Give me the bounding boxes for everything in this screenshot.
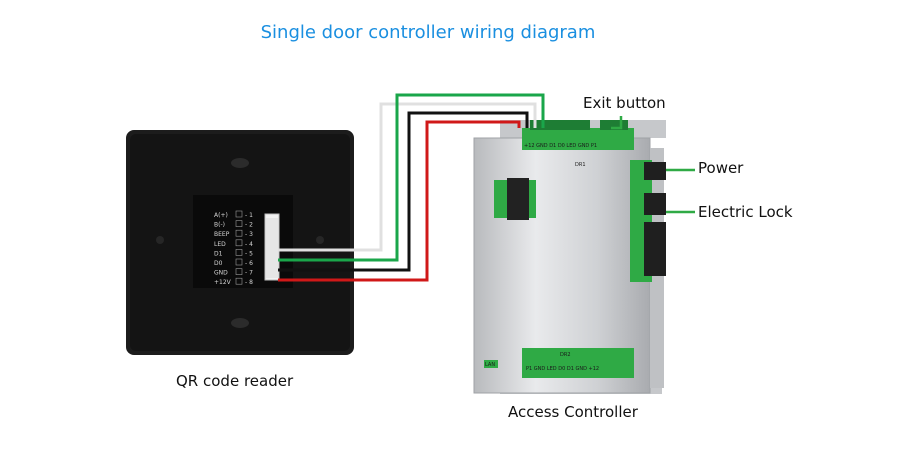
reader-pin-box [235, 229, 243, 237]
qr-code-reader [126, 130, 354, 355]
wires [278, 93, 545, 282]
lan-label: LAN [485, 362, 495, 368]
reader-pin-label: A(+) [214, 212, 228, 219]
exit-button-label: Exit button [583, 94, 666, 112]
reader-pin-number: - 5 [245, 250, 253, 257]
top-terminal-board [522, 128, 634, 150]
dr1-label: DR1 [575, 162, 586, 168]
reader-pin-number: - 3 [245, 231, 253, 238]
reader-pin-box [235, 210, 243, 218]
diagram-title: Single door controller wiring diagram [260, 22, 596, 43]
reader-pin-box [235, 268, 243, 275]
reader-pin-number: - 8 [245, 279, 253, 286]
wire-power [278, 120, 521, 282]
wire-d1 [278, 102, 537, 252]
electric-lock-label: Electric Lock [698, 203, 793, 221]
reader-caption: QR code reader [176, 372, 294, 390]
wire-d0 [278, 93, 545, 262]
dr2-label: DR2 [560, 352, 571, 358]
reader-pin-number: - 4 [245, 241, 253, 248]
power-label: Power [698, 159, 744, 177]
reader-pin-box [235, 249, 243, 256]
access-controller: DR1 +12 GND D1 D0 LED GND P1 DR2 P1 GND … [473, 120, 666, 394]
reader-pin-box [235, 277, 243, 285]
top-terminal-labels: +12 GND D1 D0 LED GND P1 [524, 143, 597, 149]
reader-connector [264, 213, 280, 281]
reader-pin-number: - 6 [245, 260, 253, 267]
reader-pin-box [235, 239, 243, 247]
reader-pin-label: GND [214, 270, 228, 277]
reader-pin-label: D1 [214, 250, 223, 257]
reader-pin-box [235, 220, 243, 227]
reader-pin-label: LED [214, 241, 226, 248]
controller-caption: Access Controller [508, 403, 638, 421]
reader-pin-label: BEEP [214, 231, 230, 238]
reader-pin-number: - 7 [245, 270, 253, 277]
bottom-terminal-labels: P1 GND LED D0 D1 GND +12 [526, 366, 599, 372]
reader-pin-labels: A(+) - 1 B(-) - 2 BEEP - 3 LED - 4 D1 - 5 D0 - 6 GND… [214, 210, 253, 286]
reader-pin-box [235, 258, 243, 266]
reader-pin-label: B(-) [214, 222, 225, 229]
reader-pin-label: D0 [214, 260, 223, 267]
reader-pin-label: +12V [214, 279, 232, 286]
reader-pin-number: - 1 [245, 212, 253, 219]
bottom-terminal-board [522, 348, 634, 378]
reader-pin-number: - 2 [245, 222, 253, 229]
wire-gnd [278, 111, 529, 272]
callout-lines [611, 116, 695, 214]
